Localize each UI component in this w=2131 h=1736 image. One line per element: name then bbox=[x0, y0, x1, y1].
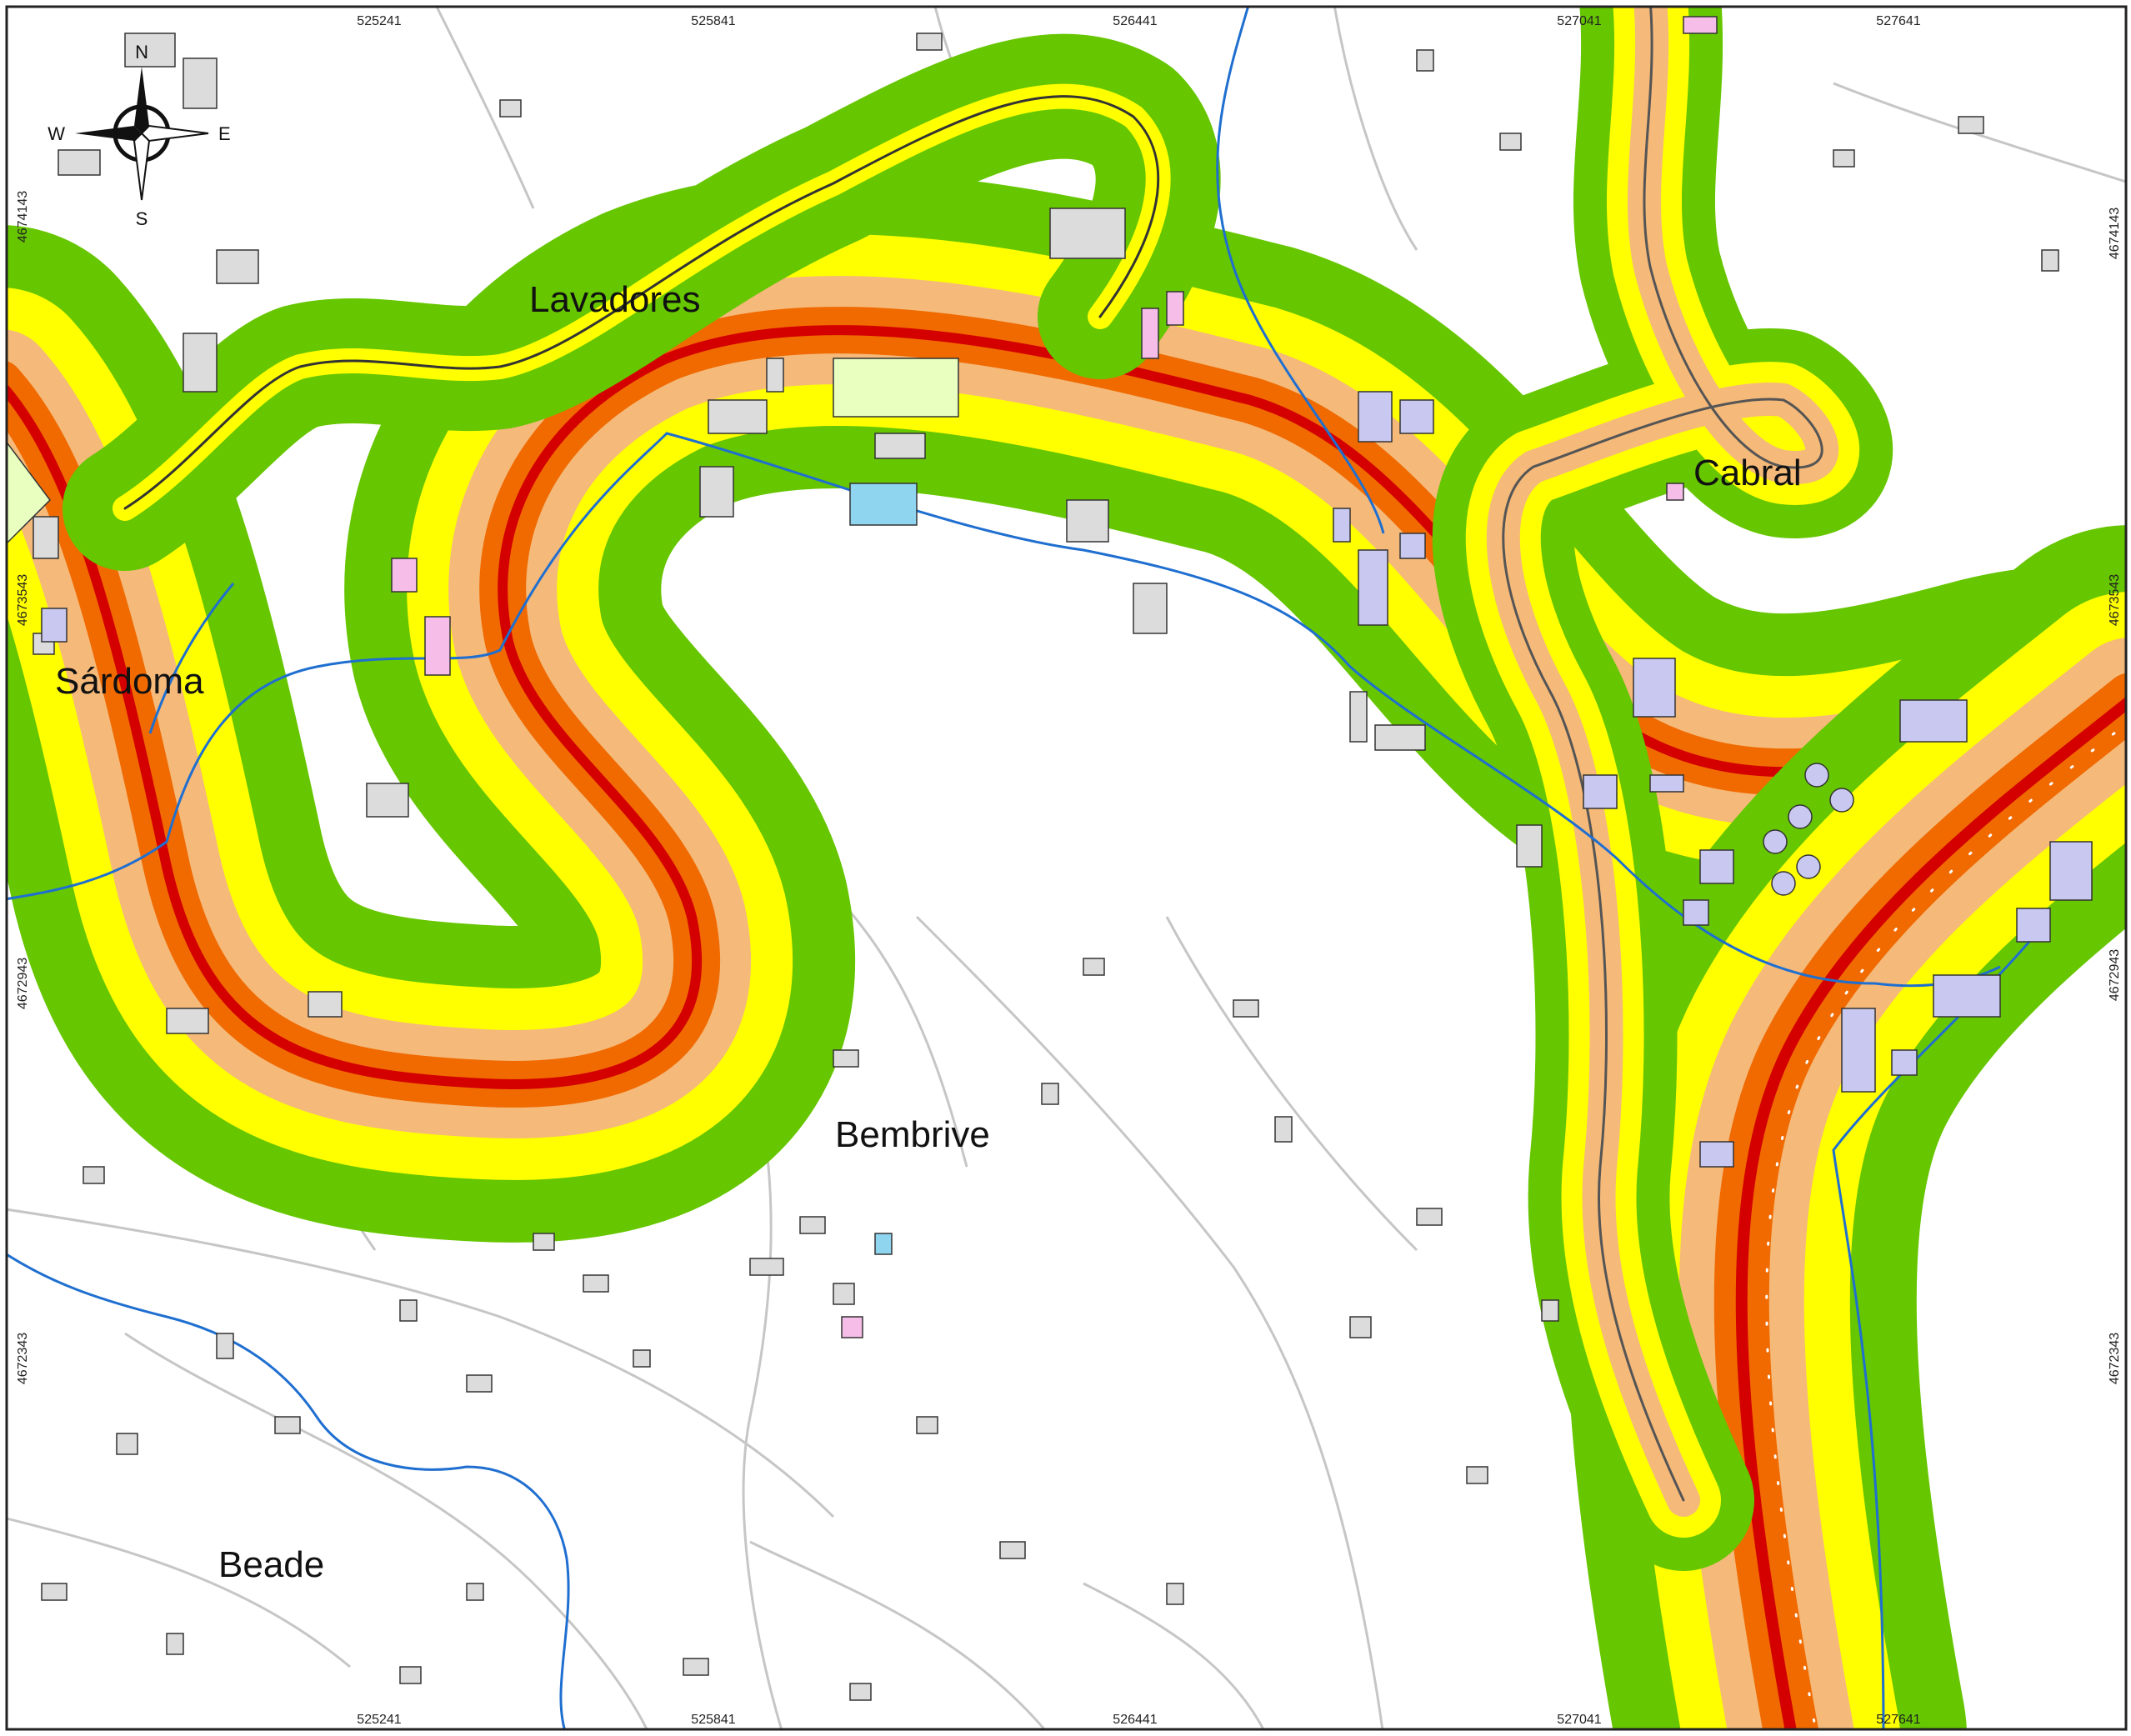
svg-text:4673543: 4673543 bbox=[16, 574, 30, 626]
place-labels: Lavadores Cabral Sárdoma Bembrive Beade bbox=[55, 279, 1802, 1585]
place-cabral: Cabral bbox=[1693, 453, 1802, 493]
svg-text:4674143: 4674143 bbox=[2108, 208, 2122, 259]
buildings bbox=[33, 33, 2059, 1701]
noise-band-secondary-cabral bbox=[1432, 7, 1893, 1571]
compass-w: W bbox=[48, 123, 65, 144]
place-bembrive: Bembrive bbox=[835, 1114, 990, 1155]
compass-needle-west bbox=[75, 126, 142, 141]
compass-s: S bbox=[136, 208, 148, 229]
svg-text:525841: 525841 bbox=[691, 1713, 735, 1727]
svg-text:527041: 527041 bbox=[1557, 14, 1601, 28]
grid-labels-right: 4674143 4673543 4672943 4672343 bbox=[2108, 208, 2122, 1384]
map-frame bbox=[5, 5, 2128, 1731]
compass-e: E bbox=[218, 123, 231, 144]
compass-rose: N S E W bbox=[48, 42, 230, 229]
svg-text:4672343: 4672343 bbox=[2108, 1333, 2122, 1384]
grid-labels-bottom: 525241 525841 526441 527041 527641 bbox=[357, 1713, 1920, 1727]
svg-text:4672943: 4672943 bbox=[2108, 949, 2122, 1001]
special-buildings bbox=[7, 16, 1718, 1338]
svg-text:4672943: 4672943 bbox=[16, 958, 30, 1009]
svg-text:526441: 526441 bbox=[1113, 14, 1157, 28]
svg-text:527041: 527041 bbox=[1557, 1713, 1601, 1727]
grid-labels-top: 525241 525841 526441 527041 527641 bbox=[357, 14, 1920, 28]
svg-text:4672343: 4672343 bbox=[16, 1333, 30, 1384]
svg-text:525241: 525241 bbox=[357, 14, 401, 28]
compass-n: N bbox=[135, 42, 148, 63]
place-beade: Beade bbox=[218, 1544, 324, 1585]
svg-text:525241: 525241 bbox=[357, 1713, 401, 1727]
place-lavadores: Lavadores bbox=[529, 279, 700, 320]
industrial-buildings bbox=[41, 391, 2093, 1168]
svg-text:4674143: 4674143 bbox=[16, 191, 30, 243]
svg-text:525841: 525841 bbox=[691, 14, 735, 28]
svg-text:526441: 526441 bbox=[1113, 1713, 1157, 1727]
place-sardoma: Sárdoma bbox=[55, 661, 204, 702]
noise-band-motorway-a bbox=[7, 172, 2126, 1243]
compass-needle-north bbox=[134, 67, 149, 133]
grid-labels-left: 4674143 4673543 4672943 4672343 bbox=[16, 191, 30, 1384]
svg-text:4673543: 4673543 bbox=[2108, 574, 2122, 626]
noise-band-motorway-b bbox=[1566, 525, 2126, 1729]
noise-band-secondary-north bbox=[63, 33, 1221, 571]
svg-text:527641: 527641 bbox=[1876, 14, 1920, 28]
svg-text:527641: 527641 bbox=[1876, 1713, 1920, 1727]
